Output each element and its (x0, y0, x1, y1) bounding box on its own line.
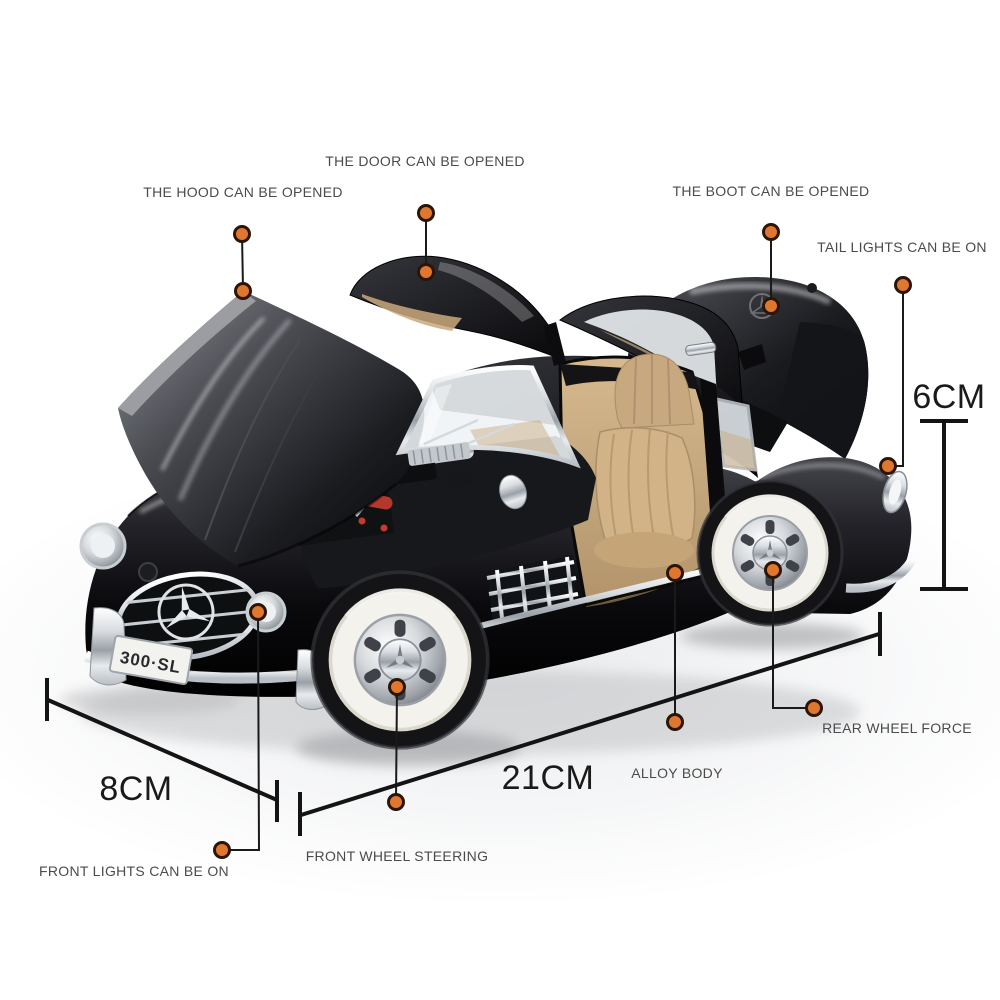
callout-dot (879, 457, 897, 475)
callout-dot (417, 204, 435, 222)
near-door-hinge (544, 322, 566, 366)
callout-front-lights: FRONT LIGHTS CAN BE ON (39, 603, 267, 879)
callout-label: THE DOOR CAN BE OPENED (325, 153, 525, 169)
callout-label: THE BOOT CAN BE OPENED (673, 183, 870, 199)
callout-dot (417, 263, 435, 281)
callout-label: ALLOY BODY (631, 765, 723, 781)
callout-hood: THE HOOD CAN BE OPENED (143, 184, 343, 300)
tail-light (882, 470, 908, 514)
license-plate: 300·SL (108, 634, 194, 686)
callout-front-wheel: FRONT WHEEL STEERING (306, 678, 489, 864)
callout-label: FRONT WHEEL STEERING (306, 848, 489, 864)
far-door-window (584, 309, 717, 398)
callout-dot (805, 699, 823, 717)
boot-hinge-knob (807, 283, 817, 293)
front-wheel (310, 570, 490, 750)
hood-open (118, 291, 425, 568)
callout-label: TAIL LIGHTS CAN BE ON (817, 239, 987, 255)
rear-wheel (696, 479, 844, 627)
callout-dot (894, 276, 912, 294)
callout-dot (666, 713, 684, 731)
callout-dot (234, 282, 252, 300)
callout-tail-lights: TAIL LIGHTS CAN BE ON (817, 239, 987, 475)
callout-dot (249, 603, 267, 621)
headlight-left (79, 522, 127, 570)
boot-handle (685, 341, 717, 356)
near-gullwing-door-open (349, 255, 566, 366)
callout-dot (666, 564, 684, 582)
dimension-height: 6CM (912, 378, 985, 591)
seat-cushion (594, 532, 694, 568)
callout-rear-wheel: REAR WHEEL FORCE (764, 561, 972, 736)
rear-bumper (845, 557, 916, 593)
far-door-hinge (738, 344, 766, 370)
windshield-wipers (423, 418, 515, 448)
dimension-length: 21CM (298, 612, 882, 836)
mercedes-star-icon (157, 583, 215, 641)
callout-dot (762, 223, 780, 241)
cowl-chrome-detail (499, 474, 527, 510)
dimension-width-value: 8CM (99, 770, 172, 808)
callout-label: FRONT LIGHTS CAN BE ON (39, 863, 229, 879)
callout-door: THE DOOR CAN BE OPENED (325, 153, 525, 281)
callout-dot (387, 793, 405, 811)
dimension-width: 8CM (45, 678, 279, 822)
model-car: 300·SL (79, 255, 916, 750)
dimension-length-value: 21CM (502, 759, 595, 797)
callout-label: THE HOOD CAN BE OPENED (143, 184, 343, 200)
hood-underside-edge (118, 291, 256, 416)
callout-dot (388, 678, 406, 696)
fog-light (138, 562, 158, 582)
callout-boot: THE BOOT CAN BE OPENED (673, 183, 870, 315)
callout-dot (764, 561, 782, 579)
callout-dot (762, 297, 780, 315)
front-grille (112, 571, 264, 661)
callout-dot (233, 225, 251, 243)
windshield (395, 365, 581, 510)
callout-label: REAR WHEEL FORCE (822, 720, 972, 736)
dimension-height-value: 6CM (912, 378, 985, 416)
callout-dot (213, 841, 231, 859)
cockpit-interior (558, 353, 722, 608)
